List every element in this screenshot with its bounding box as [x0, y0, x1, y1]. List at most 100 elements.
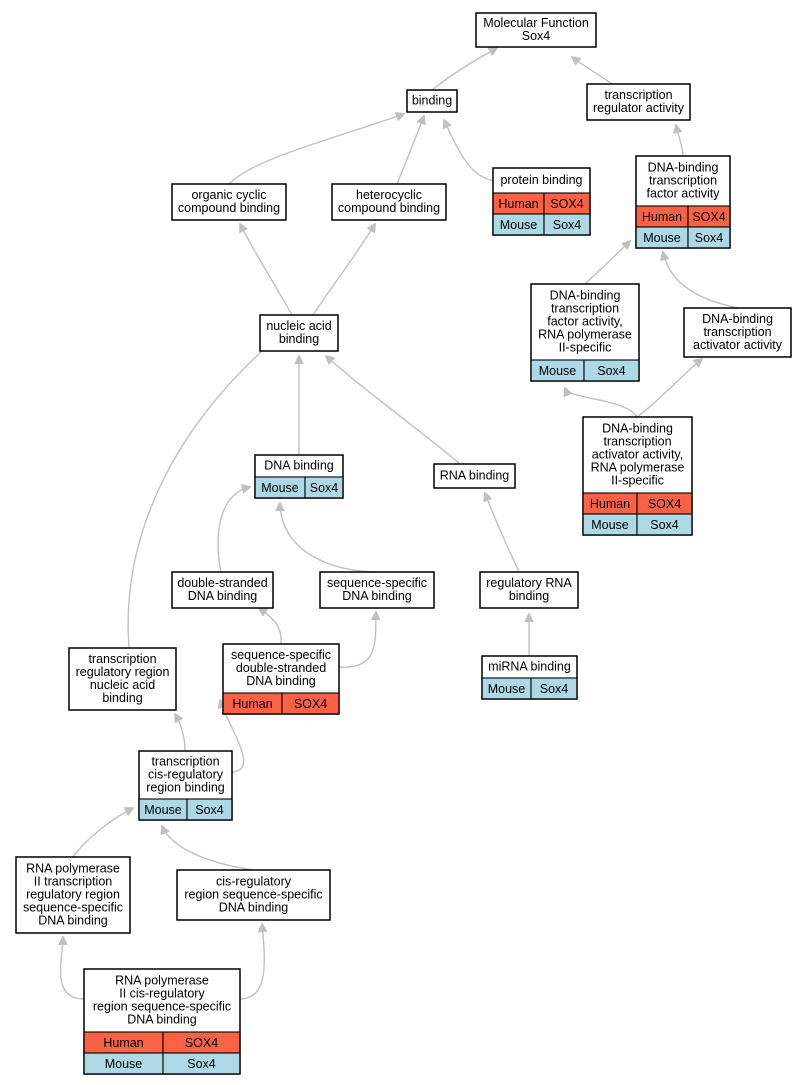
- node-label-line: regulatory region: [26, 888, 120, 902]
- node-border: [683, 307, 792, 358]
- node-label-line: double-stranded: [177, 576, 267, 590]
- edge-dbta_pol2-to-dbta: [636, 359, 702, 418]
- edge-dsdna-to-dna_binding: [217, 487, 250, 573]
- gene-label: Sox4: [695, 231, 724, 245]
- gene-label: Sox4: [187, 1057, 216, 1071]
- node-label-line: RNA binding: [440, 469, 510, 483]
- node-label-line: cis-regulatory: [216, 875, 292, 889]
- node-box: [171, 183, 287, 221]
- edge-nab-to-ocb: [240, 224, 293, 316]
- node-label-line: regulatory RNA: [486, 576, 572, 590]
- node-border: [479, 571, 579, 609]
- edge-tcrrb-to-trrnab: [175, 714, 186, 752]
- node-label-line: RNA polymerase: [538, 328, 632, 342]
- node-border: [492, 167, 591, 236]
- species-label: Mouse: [500, 218, 538, 232]
- node-binding[interactable]: binding: [406, 89, 458, 113]
- species-label: Mouse: [643, 231, 681, 245]
- species-label: Mouse: [539, 364, 577, 378]
- node-label-line: heterocyclic: [356, 188, 422, 202]
- node-rna_binding[interactable]: RNA binding: [433, 463, 516, 489]
- node-border: [176, 869, 331, 921]
- node-border: [68, 647, 177, 711]
- node-label-line: protein binding: [500, 173, 582, 187]
- gene-label: SOX4: [550, 197, 583, 211]
- edge-hcb-to-binding: [396, 116, 424, 185]
- gene-label: Sox4: [310, 481, 339, 495]
- node-label-line: regulator activity: [593, 101, 685, 115]
- node-label-line: DNA binding: [264, 459, 334, 473]
- node-border: [171, 571, 274, 609]
- node-border: [530, 283, 640, 382]
- node-label-line: miRNA binding: [488, 660, 571, 674]
- node-label-line: DNA binding: [246, 674, 316, 688]
- node-label-line: organic cyclic: [191, 188, 266, 202]
- edge-rna_binding-to-nab: [326, 356, 461, 465]
- edge-crrss-to-tcrrb: [162, 826, 254, 871]
- edge-trrnab-to-nab: [127, 335, 280, 649]
- gene-label: Sox4: [540, 682, 569, 696]
- gene-label: SOX4: [648, 497, 681, 511]
- node-label-line: II-specific: [611, 474, 664, 488]
- node-label-line: transcription: [649, 174, 717, 188]
- species-label: Mouse: [261, 481, 299, 495]
- node-label-line: DNA-binding: [550, 289, 621, 303]
- species-label: Mouse: [144, 803, 182, 817]
- node-label-line: RNA polymerase: [115, 974, 209, 988]
- gene-label: Sox4: [650, 518, 679, 532]
- edge-protein_binding-to-binding: [444, 120, 496, 182]
- node-border: [406, 89, 458, 113]
- node-label-line: binding: [102, 691, 142, 705]
- node-border: [331, 183, 447, 221]
- node-border: [15, 856, 131, 934]
- edge-ssdna-to-dna_binding: [280, 503, 378, 573]
- node-label-line: DNA binding: [127, 1013, 197, 1027]
- node-border: [481, 655, 578, 700]
- node-label-line: DNA binding: [219, 901, 289, 915]
- node-border: [222, 643, 340, 715]
- species-label: Mouse: [105, 1057, 143, 1071]
- node-label-line: sequence-specific: [23, 901, 123, 915]
- node-box: [15, 856, 131, 934]
- node-label-line: DNA binding: [342, 589, 412, 603]
- node-label-line: transcription: [88, 652, 156, 666]
- species-label: Mouse: [488, 682, 526, 696]
- node-label-line: Molecular Function: [483, 16, 589, 30]
- node-label-line: Sox4: [522, 29, 551, 43]
- node-label-line: nucleic acid: [266, 319, 331, 333]
- node-label-line: regulatory region: [76, 665, 170, 679]
- edge-pol2crr-to-crrss: [239, 924, 264, 1000]
- node-label-line: DNA-binding: [648, 161, 719, 175]
- edge-dbtf_pol2-to-dbtf: [584, 241, 630, 285]
- node-label-line: binding: [509, 589, 549, 603]
- edge-binding-to-mf: [431, 48, 497, 91]
- edge-tra-to-mf: [572, 57, 613, 85]
- node-label-line: double-stranded: [236, 661, 326, 675]
- node-label-line: compound binding: [178, 201, 280, 215]
- node-label-line: DNA binding: [188, 589, 258, 603]
- gene-label: SOX4: [294, 697, 327, 711]
